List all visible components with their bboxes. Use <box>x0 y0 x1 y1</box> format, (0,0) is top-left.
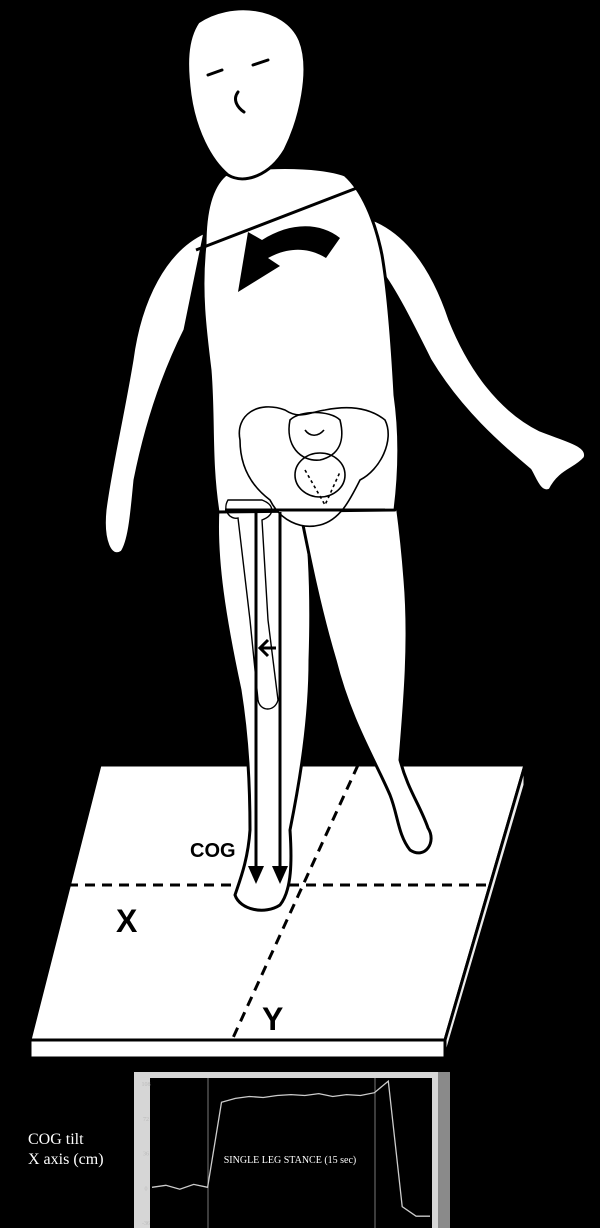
chart-axis-label: COG tilt X axis (cm) <box>28 1130 104 1170</box>
head <box>188 9 305 179</box>
y-tick-label: 108 <box>142 1082 151 1088</box>
y-label: Y <box>262 1001 283 1037</box>
axis-label-line2: X axis (cm) <box>28 1150 104 1170</box>
cog-label: COG <box>190 840 236 862</box>
chart-plot-area <box>150 1078 432 1228</box>
y-tick-label: 0 <box>145 1186 148 1192</box>
y-tick-label: 72 <box>143 1117 149 1123</box>
x-label: X <box>116 903 138 939</box>
cog-chart: 108 72 36 0 -36 SINGLE LEG STANCE (15 sec) <box>134 1072 450 1228</box>
y-tick-label: 36 <box>143 1152 149 1158</box>
left-arm <box>104 232 205 554</box>
axis-label-line1: COG tilt <box>28 1130 104 1150</box>
y-tick-label: -36 <box>142 1221 150 1227</box>
chart-center-label: SINGLE LEG STANCE (15 sec) <box>224 1155 357 1166</box>
